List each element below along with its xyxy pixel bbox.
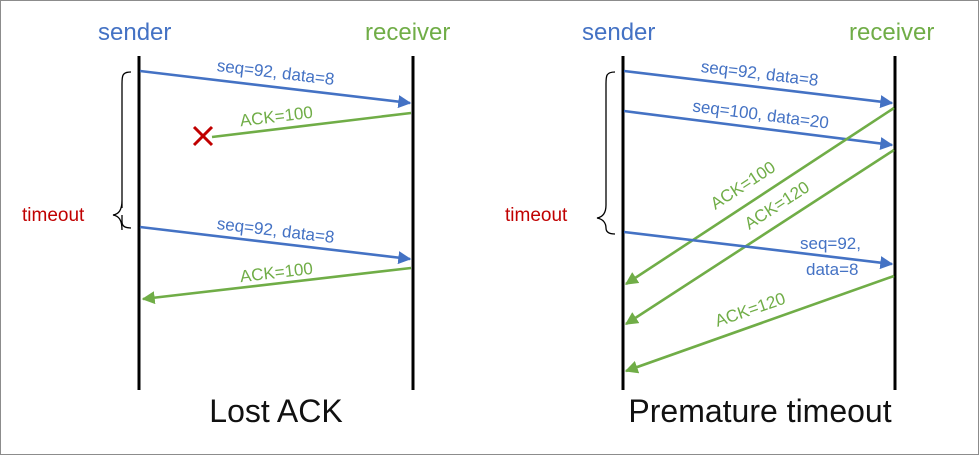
segment-label: seq=92, (800, 234, 861, 253)
lost-ack-arrow (211, 111, 412, 139)
retransmit-arrow (139, 225, 412, 265)
timeout-label: timeout (22, 205, 85, 226)
panel-title: Lost ACK (209, 393, 342, 429)
ack-arrow (624, 148, 895, 326)
panel-title: Premature timeout (628, 393, 891, 429)
ack-label: ACK=120 (712, 289, 787, 331)
ack-label: ACK=100 (239, 259, 314, 286)
retransmit-arrow (623, 230, 894, 270)
receiver-label: receiver (849, 19, 934, 46)
ack-arrow (624, 106, 895, 286)
sender-label: sender (98, 19, 171, 46)
segment-label: seq=92, data=8 (700, 57, 820, 90)
premature-timeout-panel: sender receiver timeout seq=92, data=8 s… (505, 19, 934, 429)
ack-arrow (141, 266, 412, 305)
timeout-brace-lower (121, 215, 132, 229)
segment-arrow (623, 69, 894, 109)
lost-ack-panel: sender receiver timeout seq=92, data=8 A… (22, 19, 450, 429)
receiver-label: receiver (365, 19, 450, 46)
segment-arrow (139, 69, 412, 109)
segment-label: seq=92, data=8 (216, 56, 336, 89)
ack-arrow (624, 274, 895, 374)
segment-label: data=8 (806, 260, 858, 279)
sender-label: sender (582, 19, 655, 46)
timeout-brace (112, 71, 132, 231)
timeout-label: timeout (505, 205, 568, 226)
timeout-brace (596, 71, 616, 235)
x-mark-icon (192, 125, 214, 147)
